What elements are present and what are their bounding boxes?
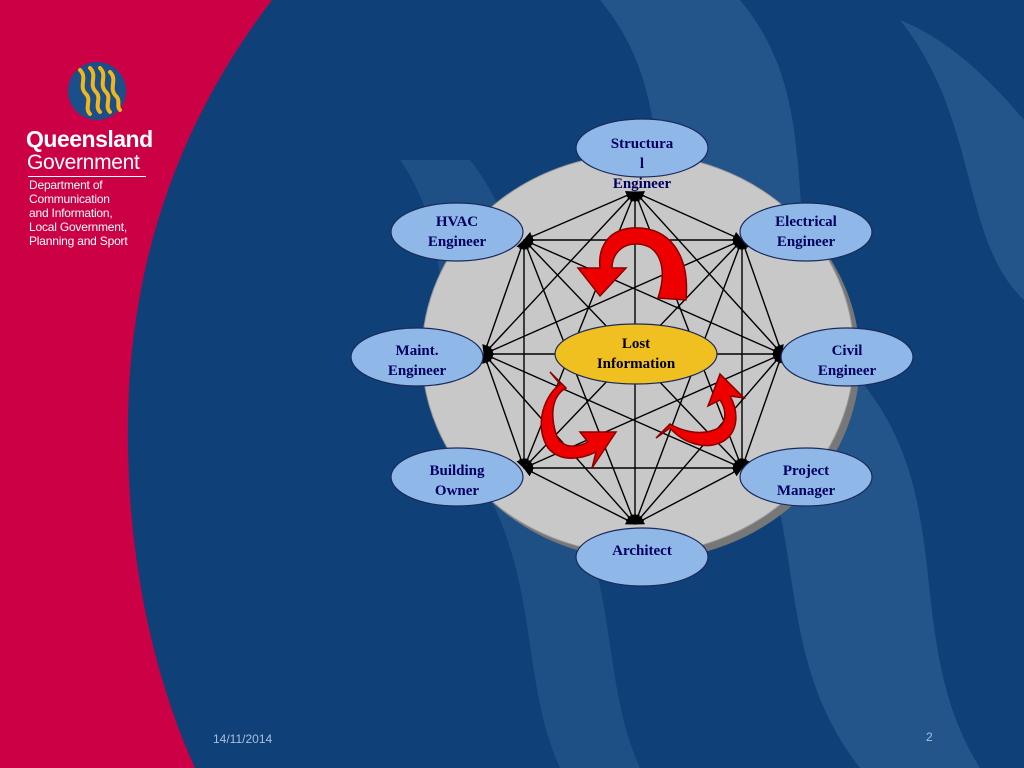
node-label-electrical-engineer: Electrical Engineer [775,214,837,250]
center-label-lost-information: Lost Information [596,336,676,372]
department-line: Department of [29,178,103,192]
swirl-arrow-left [540,371,618,469]
connector-architect-hvac [522,239,637,525]
node-structural [575,118,709,178]
node-label-building-owner: Building Owner [429,463,485,499]
red-side-band [0,0,272,768]
swirl-arrows [540,227,747,469]
node-civil [780,327,914,387]
swirl-arrow-right [655,372,747,447]
node-architect [575,527,709,587]
connector-structural-hvac [523,191,636,241]
background-swirl [900,20,1024,300]
node-label-structural-engineer: Structura l Engineer [610,136,674,192]
node-hvac [390,202,524,262]
node-label-maint-engineer: Maint. Engineer [387,343,447,379]
node-label-architect: Architect [612,543,672,559]
department-line: and Information, [29,206,113,220]
node-electrical [739,202,873,262]
connector-project-manager-architect [634,467,743,525]
node-label-project-manager: Project Manager [776,463,836,499]
org-name: Queensland [26,126,153,152]
queensland-government-emblem-icon [68,62,126,120]
footer-date: 14/11/2014 [213,732,273,746]
connector-maint-hvac [482,239,526,355]
node-building-owner [390,447,524,507]
department-line: Communication [29,192,110,206]
logo-divider [28,176,146,177]
department-line: Local Government, [29,220,127,234]
node-label-civil-engineer: Civil Engineer [817,343,877,379]
footer-page-number: 2 [926,730,933,744]
swirl-arrow-top [576,227,688,301]
node-label-hvac-engineer: HVAC Engineer [427,214,487,250]
node-project-manager [739,447,873,507]
node-shapes [350,118,914,587]
department-line: Planning and Sport [29,234,128,248]
org-subtitle: Government [27,151,140,174]
node-maint [350,327,484,387]
center-node-lost-information [554,323,718,385]
connector-building-owner-maint [482,353,526,469]
